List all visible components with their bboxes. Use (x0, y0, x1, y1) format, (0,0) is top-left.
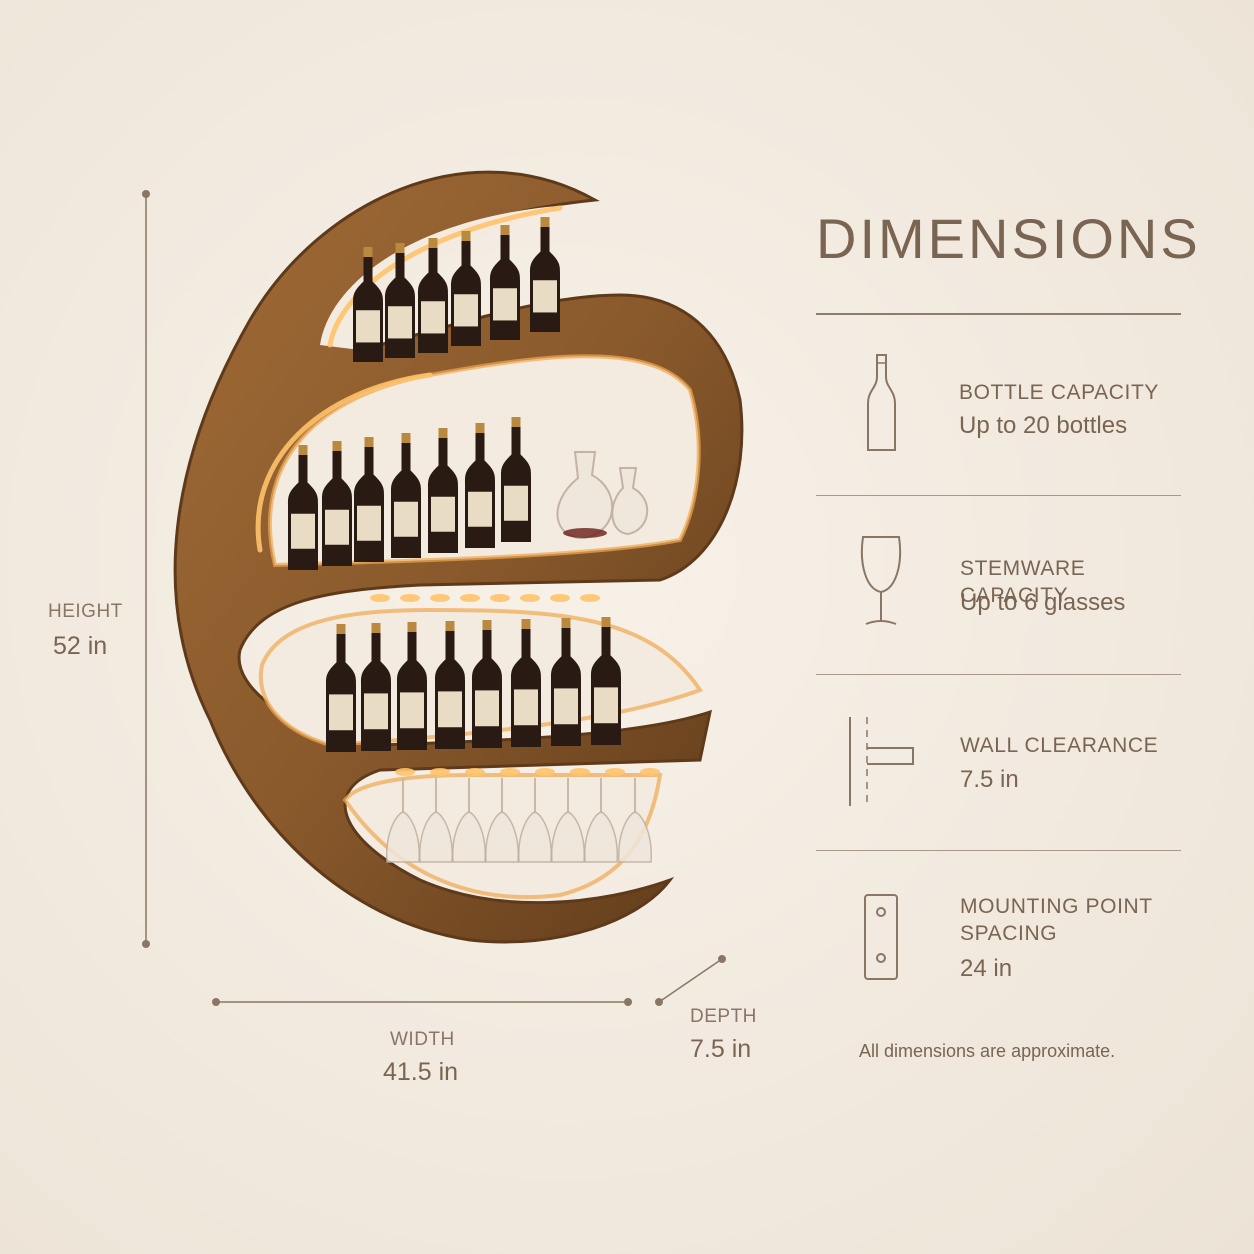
shelf-light-row (370, 594, 660, 776)
wine-bottle (397, 622, 427, 750)
wine-bottle (353, 247, 383, 362)
wine-bottle (530, 217, 560, 332)
shelf-light (640, 768, 660, 776)
hanging-glass-row (386, 778, 652, 863)
decanter-small (611, 467, 649, 536)
wall-clearance-icon (849, 717, 914, 806)
wine-bottle (490, 225, 520, 340)
wine-glass (386, 778, 420, 863)
mounting-point-spacing-value: 24 in (960, 955, 1013, 982)
shelf-light (465, 768, 485, 776)
wine-glass (518, 778, 552, 863)
height-dimension-line (142, 190, 150, 948)
mounting-plate-icon (864, 894, 898, 980)
wine-bottle (501, 417, 531, 542)
wine-bottle (472, 620, 502, 748)
wine-glass (584, 778, 618, 863)
height-label: HEIGHT (48, 601, 123, 622)
width-dimension-line (212, 998, 632, 1006)
wine-bottle (322, 441, 352, 566)
wine-bottle-icon (867, 354, 896, 451)
led-glow-middle (255, 372, 433, 553)
decanter-large (556, 451, 614, 540)
bottle-row-bottom (326, 617, 621, 752)
height-value: 52 in (53, 632, 108, 660)
wine-bottle (451, 231, 481, 346)
depth-value: 7.5 in (690, 1035, 752, 1063)
wine-bottle (385, 243, 415, 358)
shelf-light (395, 768, 415, 776)
wine-glass (551, 778, 585, 863)
wine-bottle (326, 624, 356, 752)
mounting-point-spacing-label: MOUNTING POINT SPACING (960, 895, 1153, 945)
wine-bottle (465, 423, 495, 548)
wine-bottle (391, 433, 421, 558)
wine-bottle (511, 619, 541, 747)
wine-bottle (551, 618, 581, 746)
wine-glass (419, 778, 453, 863)
width-label: WIDTH (390, 1029, 455, 1050)
depth-dimension-line (655, 955, 726, 1006)
width-value: 41.5 in (383, 1058, 459, 1086)
wall-clearance-value: 7.5 in (960, 766, 1019, 793)
bottle-capacity-label: BOTTLE CAPACITY (959, 381, 1159, 404)
spec-divider (816, 495, 1181, 496)
bottle-row-middle (288, 417, 531, 570)
wine-glass-icon (860, 536, 902, 625)
bottle-capacity-value: Up to 20 bottles (959, 412, 1128, 439)
shelf-light (490, 594, 510, 602)
shelf-light (430, 594, 450, 602)
stemware-capacity-value: Up to 6 glasses (960, 589, 1126, 616)
title-divider (816, 313, 1181, 315)
depth-label: DEPTH (690, 1006, 757, 1027)
wine-bottle (591, 617, 621, 745)
wine-glass (452, 778, 486, 863)
wine-glass (485, 778, 519, 863)
shelf-light (520, 594, 540, 602)
bottle-row-top (353, 217, 560, 362)
shelf-light (605, 768, 625, 776)
shelf-light (400, 594, 420, 602)
footnote: All dimensions are approximate. (859, 1041, 1116, 1061)
page-title: DIMENSIONS (816, 207, 1201, 270)
spec-divider (816, 850, 1181, 851)
stemware-capacity-label: STEMWARE CAPACITY (960, 557, 1086, 607)
shelf-light (535, 768, 555, 776)
wine-bottle (428, 428, 458, 553)
wine-bottle (288, 445, 318, 570)
shelf-light (550, 594, 570, 602)
shelf-light (500, 768, 520, 776)
wine-bottle (435, 621, 465, 749)
wall-clearance-label: WALL CLEARANCE (960, 734, 1159, 757)
shelf-light (570, 768, 590, 776)
wine-bottle (361, 623, 391, 751)
wine-bottle (354, 437, 384, 562)
spec-divider (816, 674, 1181, 675)
wine-glass (618, 778, 652, 863)
shelf-light (370, 594, 390, 602)
wine-bottle (418, 238, 448, 353)
shelf-light (430, 768, 450, 776)
shelf-light (580, 594, 600, 602)
shelf-light (460, 594, 480, 602)
